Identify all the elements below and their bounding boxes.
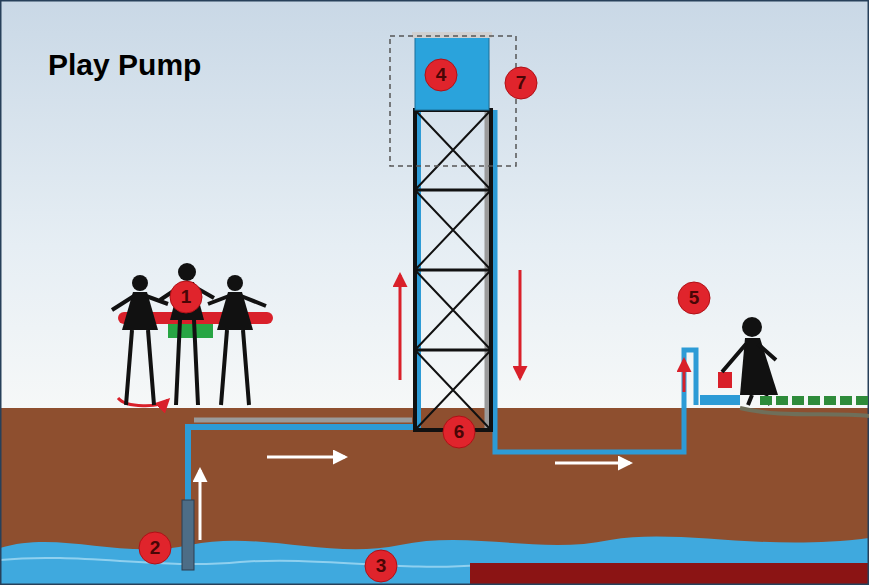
wet-ground: [740, 408, 869, 416]
water-ripple: [0, 558, 480, 567]
bucket: [718, 372, 732, 388]
water-tank: [415, 36, 489, 110]
crops: [760, 396, 868, 405]
tap-stand: [700, 395, 740, 405]
borehole-pump: [182, 500, 194, 570]
outlet-pipe: [495, 110, 696, 452]
callout-number: 6: [443, 416, 475, 448]
woman: [722, 317, 778, 405]
flow-arrow: [267, 456, 345, 459]
return-pipe: [194, 418, 412, 423]
flow-arrow: [399, 275, 402, 380]
callout-number: 4: [425, 59, 457, 91]
diagram-title: Play Pump: [48, 48, 201, 82]
callout-number: 5: [678, 282, 710, 314]
children: [112, 263, 266, 405]
callout-circles: [139, 59, 710, 582]
flow-arrow: [555, 462, 630, 465]
flow-arrow: [683, 360, 686, 392]
red-bar: [470, 563, 869, 585]
supply-pipe: [188, 60, 418, 565]
callout-number: 1: [170, 281, 202, 313]
ground: [0, 408, 869, 585]
groundwater: [0, 537, 869, 585]
sky: [0, 0, 869, 410]
flow-arrow: [519, 270, 522, 378]
billboard-outline: [390, 36, 516, 166]
callout-number: 3: [365, 550, 397, 582]
tower: [415, 110, 491, 430]
callout-number: 7: [505, 67, 537, 99]
callout-number: 2: [139, 532, 171, 564]
tank-lid: [412, 32, 492, 38]
flow-arrow: [199, 470, 202, 540]
